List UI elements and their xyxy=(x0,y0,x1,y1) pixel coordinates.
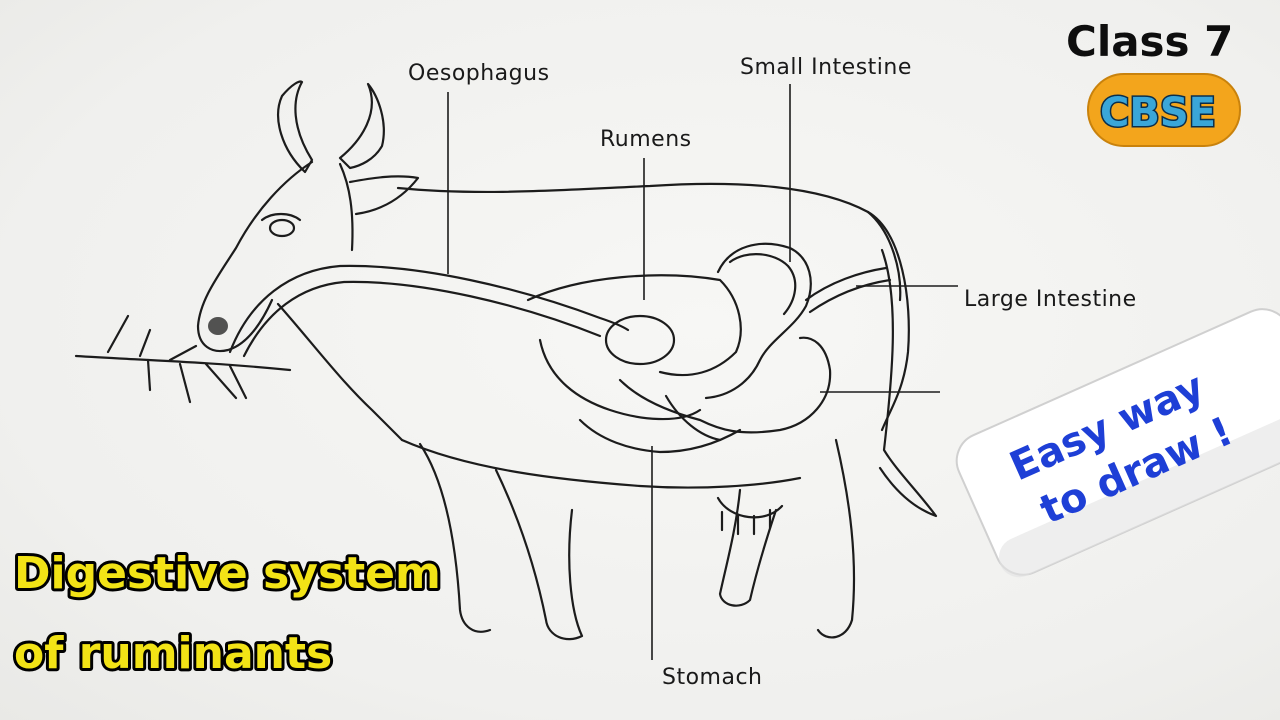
cow-outline xyxy=(74,80,938,641)
title-line-1: Digestive system xyxy=(14,548,441,599)
easy-way-banner: Easy way to draw ! xyxy=(955,308,1280,578)
title-line-2: of ruminants xyxy=(14,628,332,679)
label-large-intestine: Large Intestine xyxy=(964,287,1137,312)
cbse-pill xyxy=(1087,73,1241,147)
rumen xyxy=(526,274,742,377)
label-rumens: Rumens xyxy=(600,127,692,152)
nostril xyxy=(208,317,228,335)
grass-stem xyxy=(74,354,292,372)
hind-leg-right xyxy=(816,438,856,639)
front-leg-right xyxy=(494,468,584,641)
label-small-intestine: Small Intestine xyxy=(740,55,912,80)
title-block: Digestive system of ruminants xyxy=(11,545,444,682)
class-badge: Class 7 CBSE xyxy=(1066,17,1241,147)
udder xyxy=(716,496,784,519)
reticulum xyxy=(604,314,676,366)
class-label: Class 7 xyxy=(1066,17,1233,66)
hind-leg-left xyxy=(718,488,778,607)
large-intestine-tube xyxy=(804,266,888,302)
label-oesophagus: Oesophagus xyxy=(408,61,550,86)
part-labels: Oesophagus Small Intestine Rumens Large … xyxy=(408,55,1137,690)
front-leg-left xyxy=(418,442,492,633)
belly xyxy=(400,438,802,489)
leader-lines xyxy=(447,84,958,660)
tail xyxy=(878,248,938,518)
ear xyxy=(348,175,420,216)
rump xyxy=(866,210,910,432)
digestive-tract xyxy=(228,242,892,454)
label-stomach: Stomach xyxy=(662,665,763,690)
small-intestine xyxy=(704,242,812,400)
oesophagus-tube xyxy=(228,264,630,354)
head-neck xyxy=(338,162,354,252)
dewlap xyxy=(276,302,404,442)
left-horn xyxy=(277,80,314,174)
cbse-text: CBSE xyxy=(1100,90,1216,136)
abomasum xyxy=(578,418,742,454)
right-horn xyxy=(338,82,385,170)
intestine-loops xyxy=(618,336,832,434)
eye xyxy=(268,218,296,238)
back xyxy=(396,182,902,302)
head xyxy=(196,160,314,353)
